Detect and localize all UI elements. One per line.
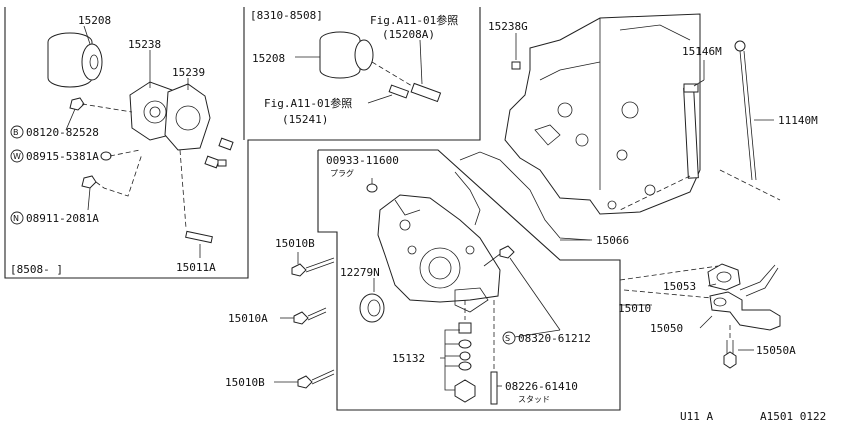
label-15050A: 15050A xyxy=(756,344,796,357)
label-15066: 15066 xyxy=(596,234,629,247)
gasket-15053: 15053 xyxy=(663,263,741,293)
label-08915-5381A: 08915-5381A xyxy=(26,150,99,163)
label-08120-82528: 08120-82528 xyxy=(26,126,99,139)
fitting-15241: Fig.A11-01参照 (15241) xyxy=(264,84,410,126)
oil-filter-15208-left: 15208 xyxy=(47,14,111,88)
inset-frame-left: [8508- ] [8310-8508] xyxy=(4,7,481,279)
label-00933-11600: 00933-11600 xyxy=(326,154,399,167)
relief-valve-parts-15132: 15132 xyxy=(392,300,476,403)
label-12279N: 12279N xyxy=(340,266,380,279)
label-15238G: 15238G xyxy=(488,20,528,33)
stud-15011a: 15011A xyxy=(176,149,216,274)
pump-assembly-frame xyxy=(317,149,621,411)
fittings-left xyxy=(204,137,234,169)
label-15208-top: 15208 xyxy=(252,52,285,65)
nut-n-08911: N 08911-2081A xyxy=(10,153,143,225)
label-11140M: 11140M xyxy=(778,114,818,127)
label-15238: 15238 xyxy=(128,38,161,51)
oil-filter-15208-top: 15208 xyxy=(252,31,374,79)
label-15011A: 15011A xyxy=(176,261,216,274)
label-15208A: (15208A) xyxy=(382,28,435,41)
dipstick-11140m: 11140M xyxy=(734,40,818,181)
label-15010B-lower: 15010B xyxy=(225,376,265,389)
label-08911-2081A: 08911-2081A xyxy=(26,212,99,225)
oil-pump-body xyxy=(377,194,501,313)
label-15050: 15050 xyxy=(650,322,683,335)
label-15241: (15241) xyxy=(282,113,328,126)
label-15239: 15239 xyxy=(172,66,205,79)
inset-top-date: [8310-8508] xyxy=(250,9,323,22)
label-15208-left: 15208 xyxy=(78,14,111,27)
seal-12279n: 12279N xyxy=(340,266,385,323)
label-plug: プラグ xyxy=(330,168,354,178)
label-08226-61410: 08226-61410 xyxy=(505,380,578,393)
label-15053: 15053 xyxy=(663,280,696,293)
label-15010B-upper: 15010B xyxy=(275,237,315,250)
dipstick-guide-15146m: 15146M xyxy=(682,45,722,179)
plug-00933: 00933-11600 プラグ xyxy=(326,154,399,193)
gasket-15239: 15239 xyxy=(164,66,211,151)
stud-08226: 08226-61410 スタッド xyxy=(490,300,578,405)
label-fig-b: Fig.A11-01参照 xyxy=(264,96,352,110)
svg-text:N: N xyxy=(13,214,19,223)
bolt-s-08320: S 08320-61212 xyxy=(483,245,591,345)
bolt-b-08120: B 08120-82528 xyxy=(10,97,133,139)
label-15010: 15010 xyxy=(618,302,651,315)
plug-15238g: 15238G xyxy=(488,20,528,70)
label-15010A: 15010A xyxy=(228,312,268,325)
svg-text:W: W xyxy=(13,152,21,161)
bolt-15010b-lower: 15010B xyxy=(225,369,335,389)
footer-code-right: A1501 0122 xyxy=(760,410,826,423)
bolt-15010a: 15010A xyxy=(228,307,327,325)
engine-block xyxy=(504,13,701,215)
bolt-15010b-upper: 15010B xyxy=(275,237,335,277)
bolt-15050a: 15050A xyxy=(723,325,796,369)
label-15146M: 15146M xyxy=(682,45,722,58)
gasket-15066: 15066 xyxy=(454,151,629,247)
svg-text:B: B xyxy=(13,128,19,137)
label-fig-a: Fig.A11-01参照 xyxy=(370,13,458,27)
svg-text:S: S xyxy=(505,334,510,343)
label-stud: スタッド xyxy=(518,395,550,404)
washer-w-08915: W 08915-5381A xyxy=(10,149,141,163)
strainer-15050: 15050 xyxy=(650,264,781,335)
footer-code-left: U11 A xyxy=(680,410,713,423)
label-08320-61212: 08320-61212 xyxy=(518,332,591,345)
adapter-15208a: Fig.A11-01参照 (15208A) xyxy=(370,13,458,103)
inset-left-date: [8508- ] xyxy=(10,263,63,276)
label-15132: 15132 xyxy=(392,352,425,365)
